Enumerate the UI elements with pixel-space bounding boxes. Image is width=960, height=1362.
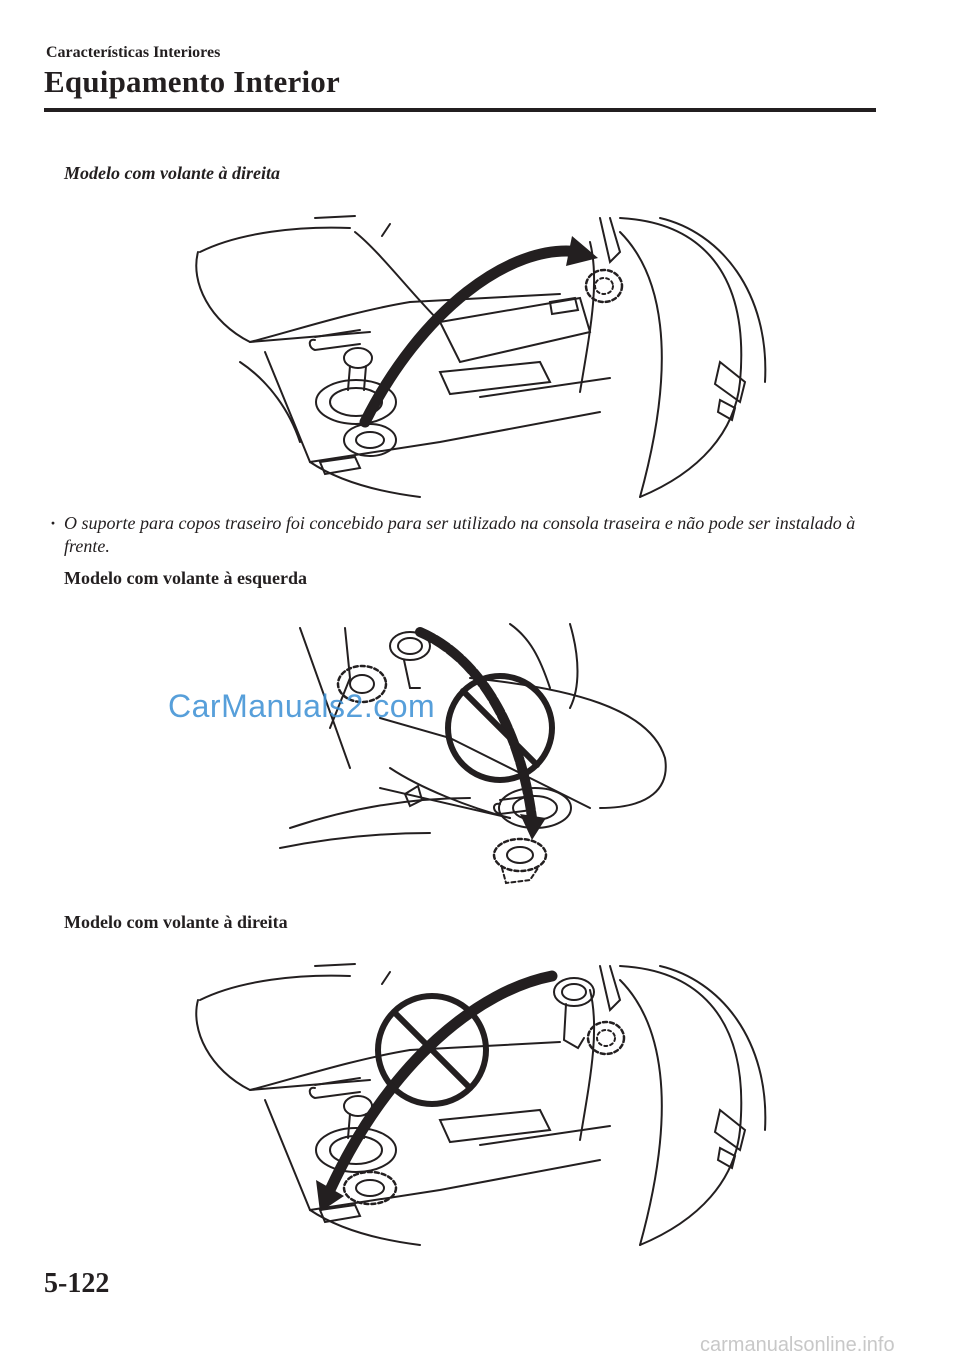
page-number: 5-122 bbox=[44, 1268, 110, 1299]
figure-caption-2: Modelo com volante à esquerda bbox=[64, 568, 307, 588]
page-title: Equipamento Interior bbox=[44, 64, 340, 99]
note-bullet: · bbox=[50, 513, 57, 533]
rhd-cupholder-not-allowed-figure bbox=[180, 960, 780, 1250]
lhd-cupholder-figure bbox=[270, 618, 690, 908]
section-label: Características Interiores bbox=[46, 44, 221, 61]
rear-cupholder-note: · O suporte para copos traseiro foi conc… bbox=[50, 512, 870, 558]
rhd-cupholder-figure bbox=[180, 212, 780, 502]
figure-caption-3: Modelo com volante à direita bbox=[64, 912, 288, 932]
title-rule bbox=[44, 108, 876, 112]
figure-caption-1: Modelo com volante à direita bbox=[64, 163, 280, 183]
watermark-text: CarManuals2.com bbox=[168, 688, 436, 724]
note-text: O suporte para copos traseiro foi conceb… bbox=[64, 513, 856, 556]
site-watermark: carmanualsonline.info bbox=[700, 1334, 895, 1356]
